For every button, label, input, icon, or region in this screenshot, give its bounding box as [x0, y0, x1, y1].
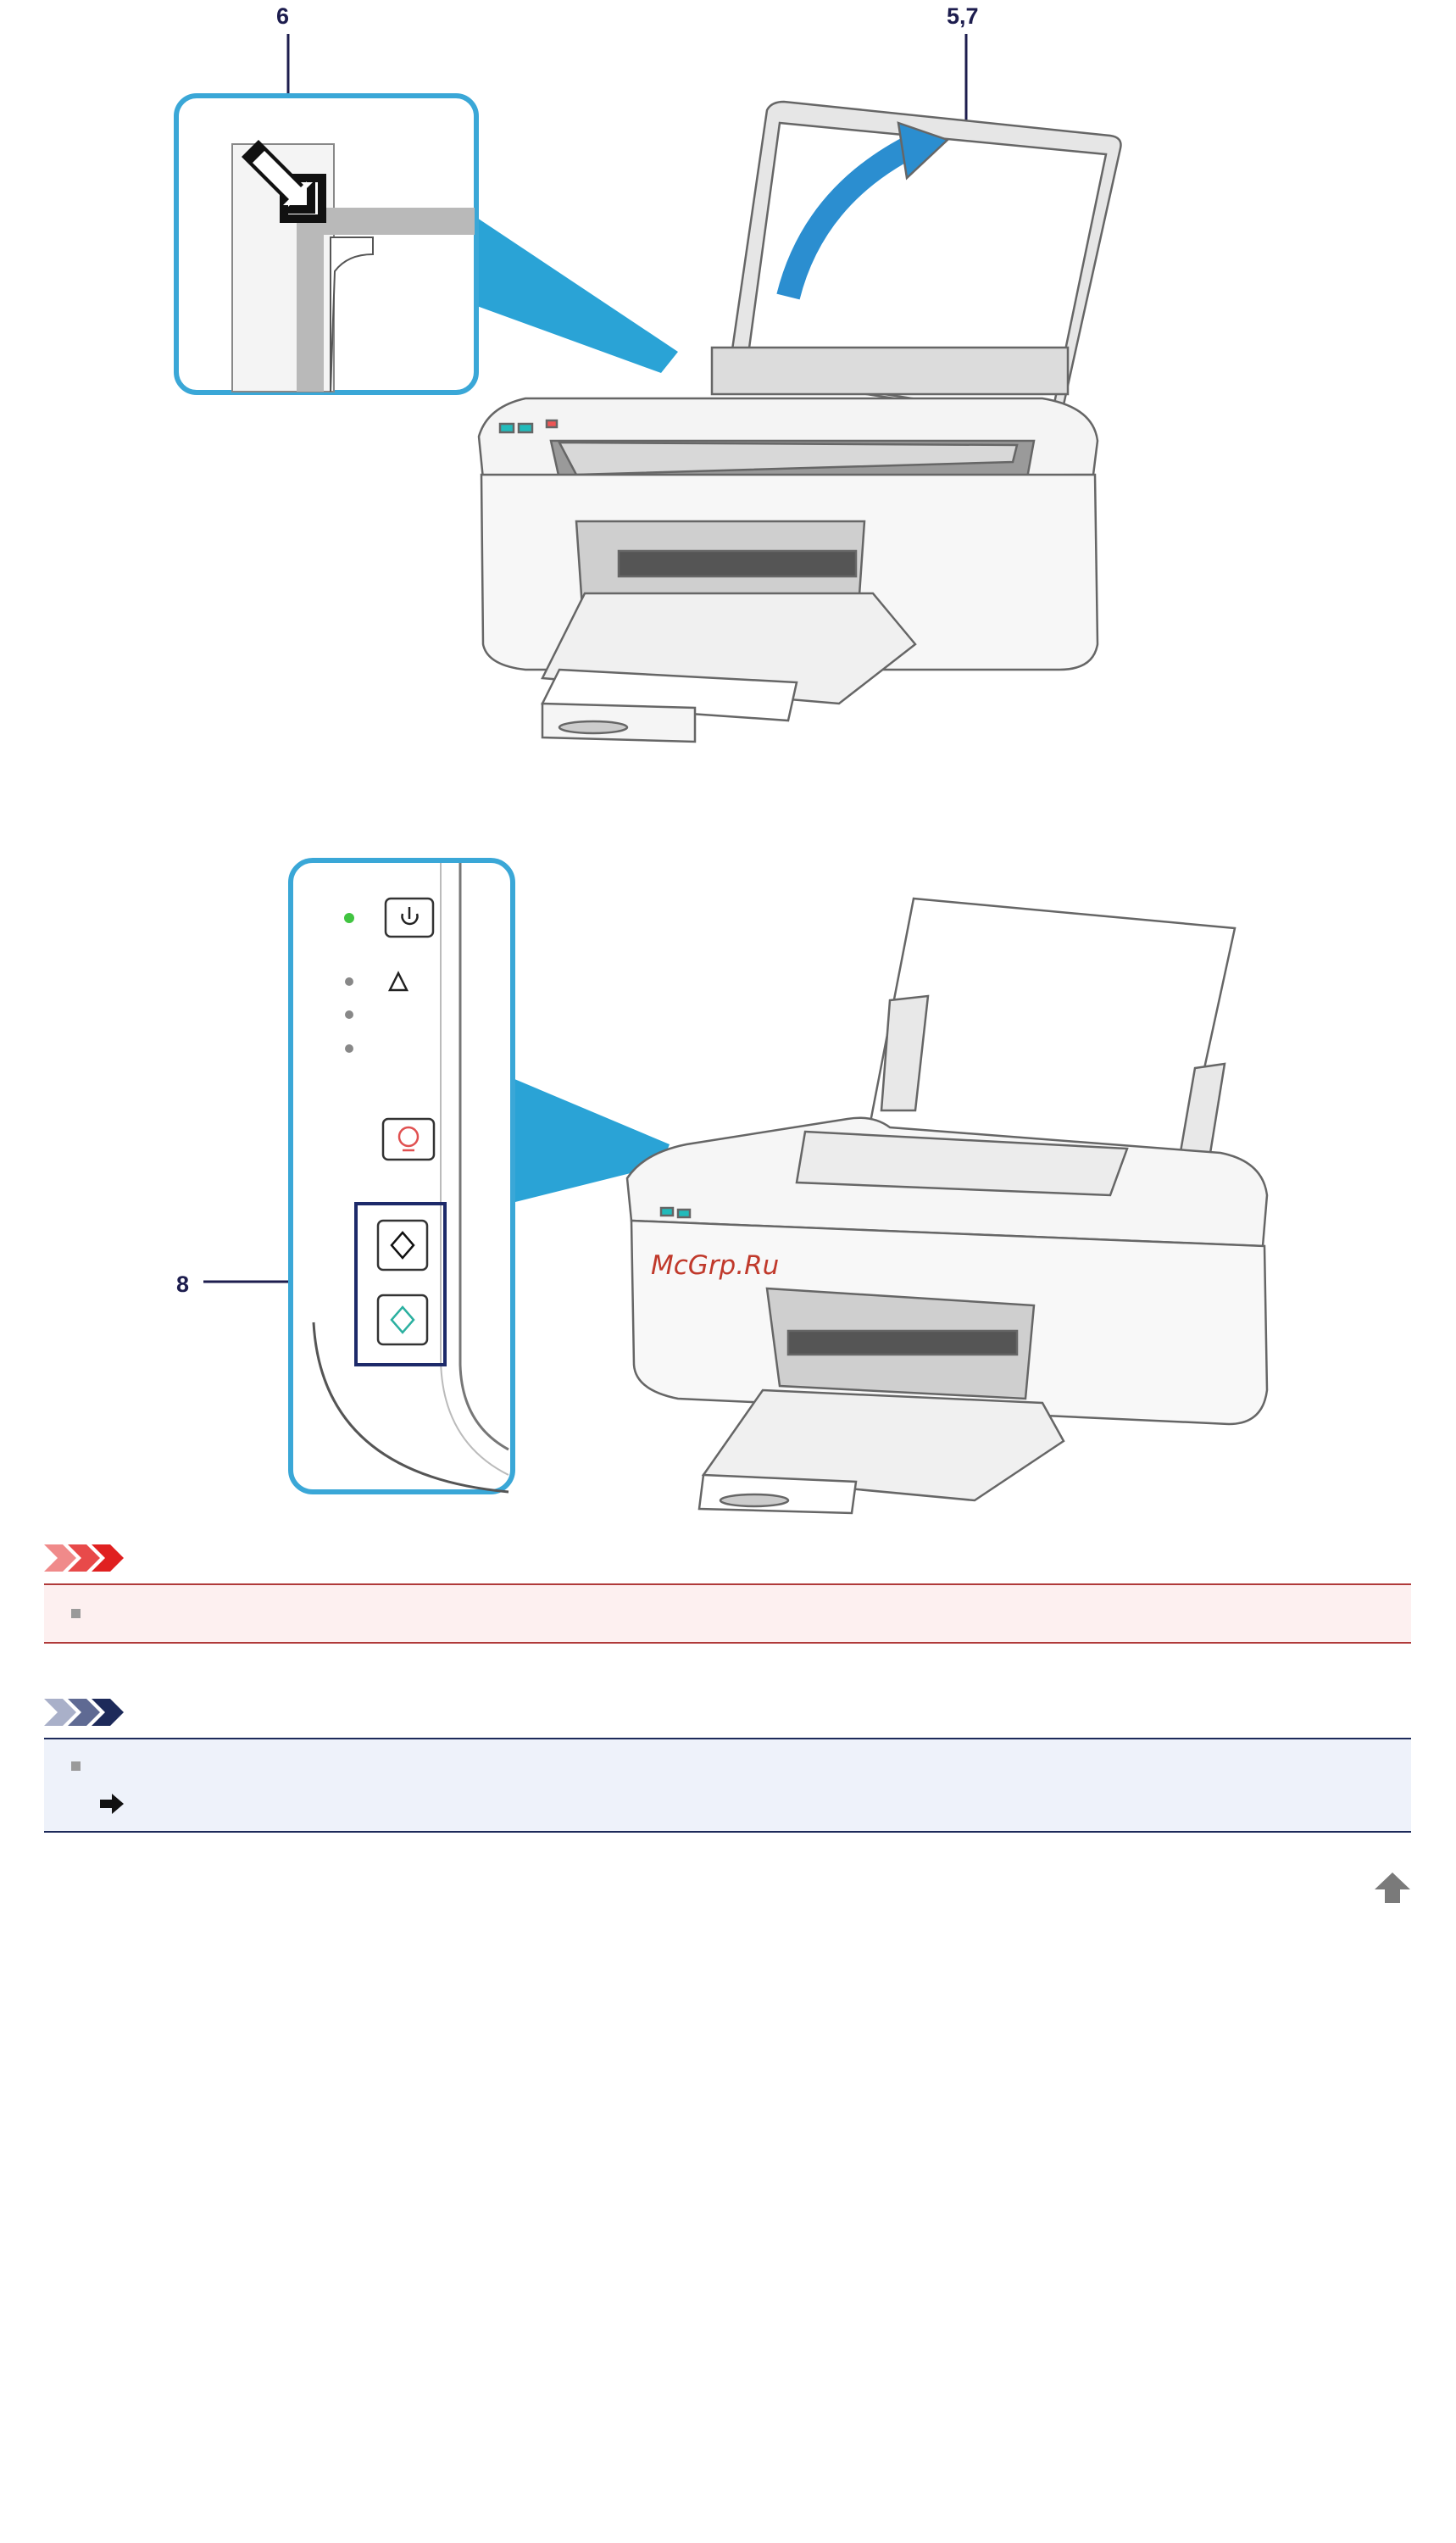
important-chevrons-icon	[44, 1544, 124, 1572]
printer-illustration-paper-loaded	[203, 858, 1269, 1515]
callout-number-5-7: 5,7	[947, 3, 979, 29]
page-top-icon[interactable]	[1373, 1871, 1412, 1905]
watermark: McGrp.Ru	[651, 1250, 780, 1281]
important-box	[44, 1583, 1411, 1644]
arrow-right-icon[interactable]	[98, 1793, 125, 1815]
operation-panel-inset	[288, 858, 515, 1494]
bullet-icon	[71, 1761, 81, 1771]
callout-number-8: 8	[176, 1272, 190, 1297]
bullet-icon	[71, 1609, 81, 1618]
callout-number-6: 6	[276, 3, 290, 29]
note-chevrons-icon	[44, 1699, 124, 1726]
zoom-inset-alignment-mark	[174, 93, 479, 395]
printer-with-paper	[625, 897, 1269, 1515]
printer-illustration-cover-open	[174, 34, 1122, 743]
printer-body	[477, 100, 1122, 743]
note-box	[44, 1738, 1411, 1833]
